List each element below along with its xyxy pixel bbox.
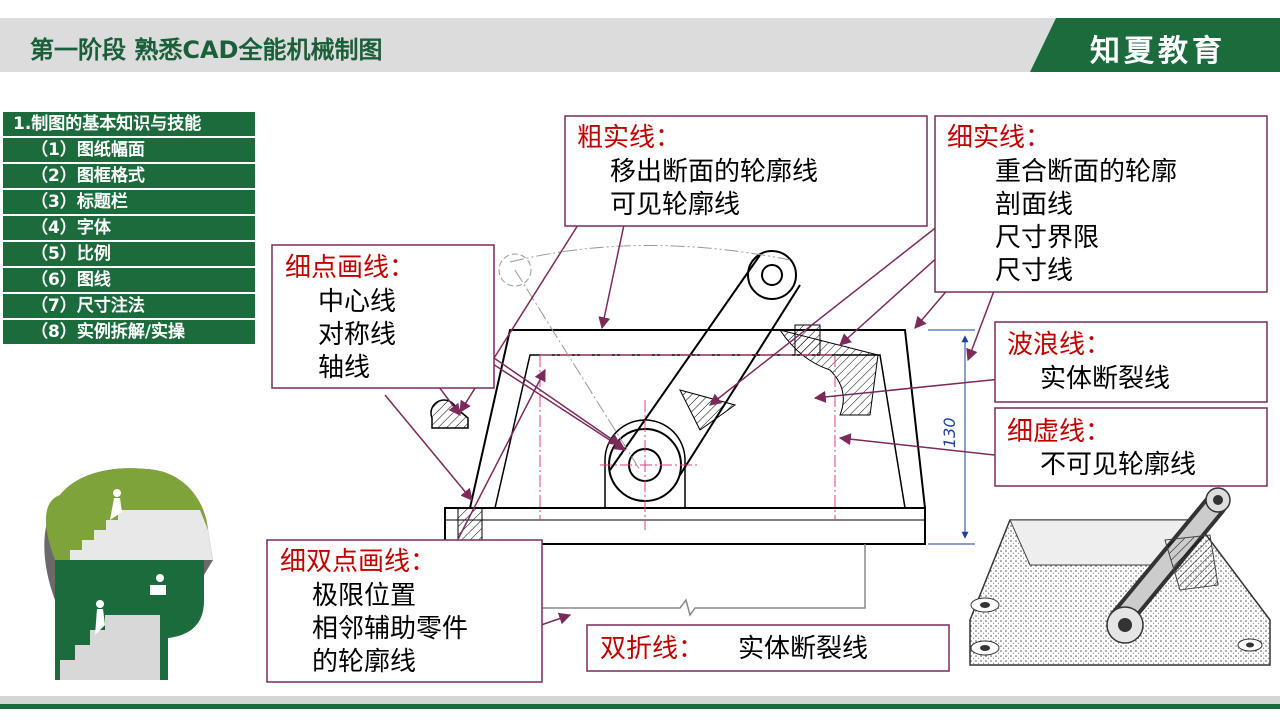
thin-line-title: 细实线： bbox=[947, 123, 1051, 153]
part-illustration bbox=[969, 487, 1271, 666]
head-illustration bbox=[44, 468, 214, 680]
double-dot-line-desc: 相邻辅助零件 bbox=[312, 614, 468, 644]
arm bbox=[609, 254, 801, 476]
dot-dash-line-desc: 对称线 bbox=[318, 320, 396, 350]
outline-heading[interactable]: 1.制图的基本知识与技能 bbox=[3, 112, 255, 136]
outline-item[interactable]: （4）字体 bbox=[3, 216, 255, 240]
thin-line-desc: 尺寸界限 bbox=[995, 223, 1099, 253]
base-plate bbox=[444, 507, 926, 545]
outline-item[interactable]: （3）标题栏 bbox=[3, 190, 255, 214]
outline-panel: 1.制图的基本知识与技能 （1）图纸幅面 （2）图框格式 （3）标题栏 （4）字… bbox=[3, 112, 255, 346]
outline-item[interactable]: （6）图线 bbox=[3, 268, 255, 292]
wave-line-desc: 实体断裂线 bbox=[1040, 364, 1170, 394]
dashed-line-title: 细虚线： bbox=[1007, 417, 1111, 447]
thick-line-desc: 移出断面的轮廓线 bbox=[610, 157, 818, 187]
thick-line-title: 粗实线： bbox=[577, 123, 681, 153]
page-title: 第一阶段 熟悉CAD全能机械制图 bbox=[30, 36, 383, 64]
dot-dash-line-desc: 中心线 bbox=[318, 287, 396, 317]
double-dot-line-desc: 的轮廓线 bbox=[312, 647, 416, 677]
footer-accent-bar bbox=[0, 704, 1280, 709]
dimension-value: 130 bbox=[940, 417, 959, 448]
outline-item[interactable]: （8）实例拆解/实操 bbox=[3, 320, 255, 344]
outline-item[interactable]: （2）图框格式 bbox=[3, 164, 255, 188]
footer-divider bbox=[0, 696, 1280, 704]
brand-banner bbox=[1030, 18, 1280, 72]
wave-line-title: 波浪线： bbox=[1007, 330, 1111, 360]
thick-line-desc: 可见轮廓线 bbox=[610, 190, 740, 220]
label-boxes bbox=[266, 115, 1268, 683]
zigzag-line-desc: 实体断裂线 bbox=[738, 634, 868, 664]
dashed-line-desc: 不可见轮廓线 bbox=[1040, 450, 1196, 480]
zigzag-line-title: 双折线： bbox=[600, 634, 704, 664]
thin-line-desc: 剖面线 bbox=[995, 190, 1073, 220]
thin-line-desc: 重合断面的轮廓 bbox=[995, 157, 1177, 187]
double-dot-line-title: 细双点画线： bbox=[280, 547, 436, 577]
dot-dash-line-title: 细点画线： bbox=[285, 253, 415, 283]
outline-item[interactable]: （5）比例 bbox=[3, 242, 255, 266]
thin-line-desc: 尺寸线 bbox=[995, 256, 1073, 286]
outline-item[interactable]: （1）图纸幅面 bbox=[3, 138, 255, 162]
brand-logo-text: 知夏教育 bbox=[1090, 34, 1226, 69]
double-dot-line-desc: 极限位置 bbox=[312, 581, 416, 611]
dot-dash-line-desc: 轴线 bbox=[318, 353, 370, 383]
outline-item[interactable]: （7）尺寸注法 bbox=[3, 294, 255, 318]
